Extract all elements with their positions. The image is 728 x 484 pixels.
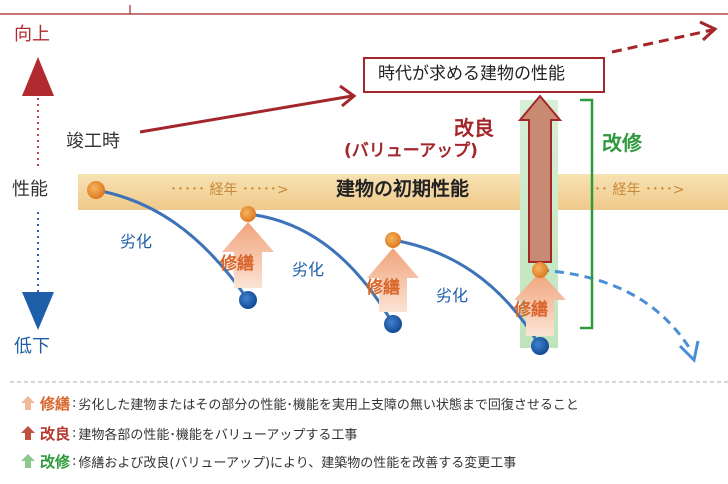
deterioration-label-3: 劣化: [436, 286, 469, 305]
deterioration-curve-2: [247, 212, 395, 325]
repaired-point-1: [240, 206, 256, 222]
deterioration-label-2: 劣化: [292, 260, 325, 279]
deterioration-curve-3: [392, 238, 542, 347]
deterioration-label-1: 劣化: [120, 232, 153, 251]
improvement-label: 改良: [454, 116, 494, 140]
future-deterioration-arrow: [539, 268, 700, 364]
renovation-bracket: [580, 98, 594, 330]
top-frame-border: [0, 0, 728, 15]
up-arrow-icon: [22, 57, 54, 96]
initial-performance-label: 建物の初期性能: [336, 178, 470, 200]
era-trend-arrow: [139, 84, 357, 134]
legend-item-repair: 修繕 : 劣化した建物またはその部分の性能･機能を実用上支障の無い状態まで回復さ…: [20, 392, 579, 414]
repair-arrow-3-icon: [514, 272, 566, 336]
legend-colon: :: [72, 395, 77, 411]
legend-colon: :: [72, 453, 77, 469]
improvement-arrow-icon: [517, 94, 563, 263]
repair-label-3: 修繕: [514, 300, 548, 320]
value-up-label: (バリューアップ): [344, 141, 478, 161]
axis-top-label: 向上: [14, 24, 50, 45]
deteriorated-point-2: [384, 315, 402, 333]
repair-label-2: 修繕: [366, 278, 400, 298]
repair-label-1: 修繕: [220, 254, 254, 274]
completion-label: 竣工時: [66, 131, 120, 152]
aging-left-label: ･････ 経年 ･････>: [170, 182, 289, 198]
repaired-point-3: [532, 262, 548, 278]
initial-performance-band: [78, 174, 728, 210]
start-point: [87, 181, 105, 199]
legend-desc: 劣化した建物またはその部分の性能･機能を実用上支障の無い状態まで回復させること: [78, 397, 579, 413]
vertical-axis: [22, 57, 54, 330]
era-requirement-label: 時代が求める建物の性能: [378, 64, 565, 84]
legend-item-improvement: 改良 : 建物各部の性能･機能をバリューアップする工事: [20, 422, 357, 444]
repaired-point-2: [385, 232, 401, 248]
deteriorated-point-1: [239, 291, 257, 309]
axis-mid-label: 性能: [12, 179, 48, 200]
legend-term: 改修: [40, 452, 71, 471]
legend-term: 改良: [40, 424, 71, 443]
legend-colon: :: [72, 425, 77, 441]
repair-arrow-2-icon: [367, 248, 419, 312]
axis-bottom-label: 低下: [14, 336, 50, 357]
legend: 修繕 : 劣化した建物またはその部分の性能･機能を実用上支障の無い状態まで回復さ…: [10, 380, 728, 480]
era-requirement-box: [363, 57, 605, 93]
renovation-arrow-icon: [21, 454, 35, 468]
deteriorated-point-3: [531, 337, 549, 355]
repair-arrow-icon: [21, 396, 35, 410]
deterioration-curve-1: [95, 188, 250, 301]
renovation-label: 改修: [602, 131, 642, 155]
legend-desc: 建物各部の性能･機能をバリューアップする工事: [78, 427, 358, 443]
legend-item-renovation: 改修 : 修繕および改良(バリューアップ)により、建築物の性能を改善する変更工事: [20, 450, 516, 472]
legend-term: 修繕: [40, 394, 71, 413]
improvement-arrow-icon: [21, 426, 35, 440]
future-trend-arrow: [611, 20, 718, 54]
down-arrow-icon: [22, 292, 54, 330]
legend-desc: 修繕および改良(バリューアップ)により、建築物の性能を改善する変更工事: [78, 455, 517, 471]
repair-arrow-1-icon: [222, 222, 274, 288]
aging-right-label: ･･ 経年 ････>: [594, 182, 685, 198]
